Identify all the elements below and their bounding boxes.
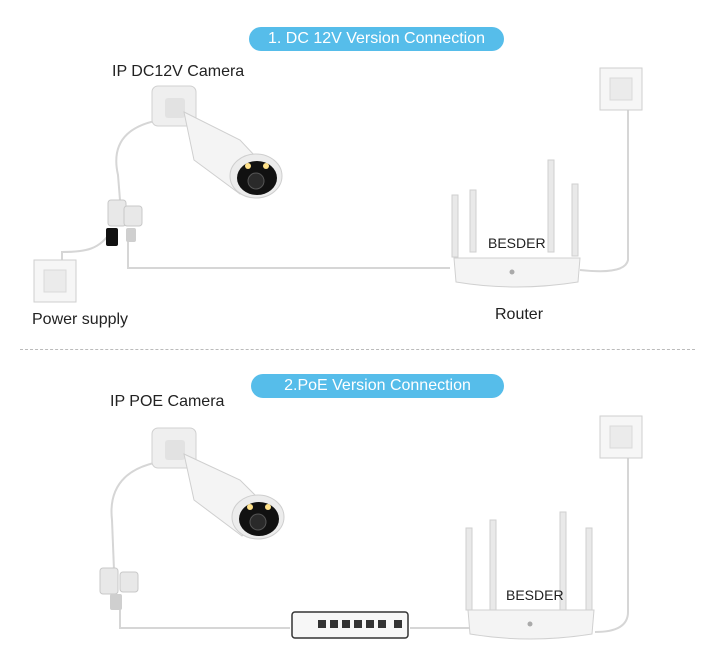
section2-cables	[110, 458, 629, 633]
camera-pigtail-connectors	[99, 567, 139, 610]
section1-router-brand: BESDER	[488, 235, 546, 251]
wall-outlet-icon	[599, 415, 643, 459]
section2-title-pill: 2.PoE Version Connection	[251, 374, 504, 398]
section1-router-label: Router	[495, 306, 544, 323]
wifi-router-icon	[465, 511, 595, 640]
section1-power-label: Power supply	[32, 311, 129, 328]
camera-pigtail-connectors	[106, 199, 143, 246]
wall-outlet-icon	[33, 259, 77, 303]
wall-outlet-icon	[599, 67, 643, 111]
bullet-camera-icon	[151, 427, 285, 540]
power-plug-icon	[106, 228, 118, 246]
section1-camera-label: IP DC12V Camera	[112, 63, 245, 80]
wifi-router-icon	[451, 159, 581, 288]
section-divider	[20, 349, 695, 350]
section1-title-pill: 1. DC 12V Version Connection	[249, 27, 504, 51]
bullet-camera-icon	[151, 85, 283, 199]
poe-switch-icon	[291, 611, 409, 639]
section2-router-brand: BESDER	[506, 587, 564, 603]
section2-camera-label: IP POE Camera	[110, 393, 225, 410]
